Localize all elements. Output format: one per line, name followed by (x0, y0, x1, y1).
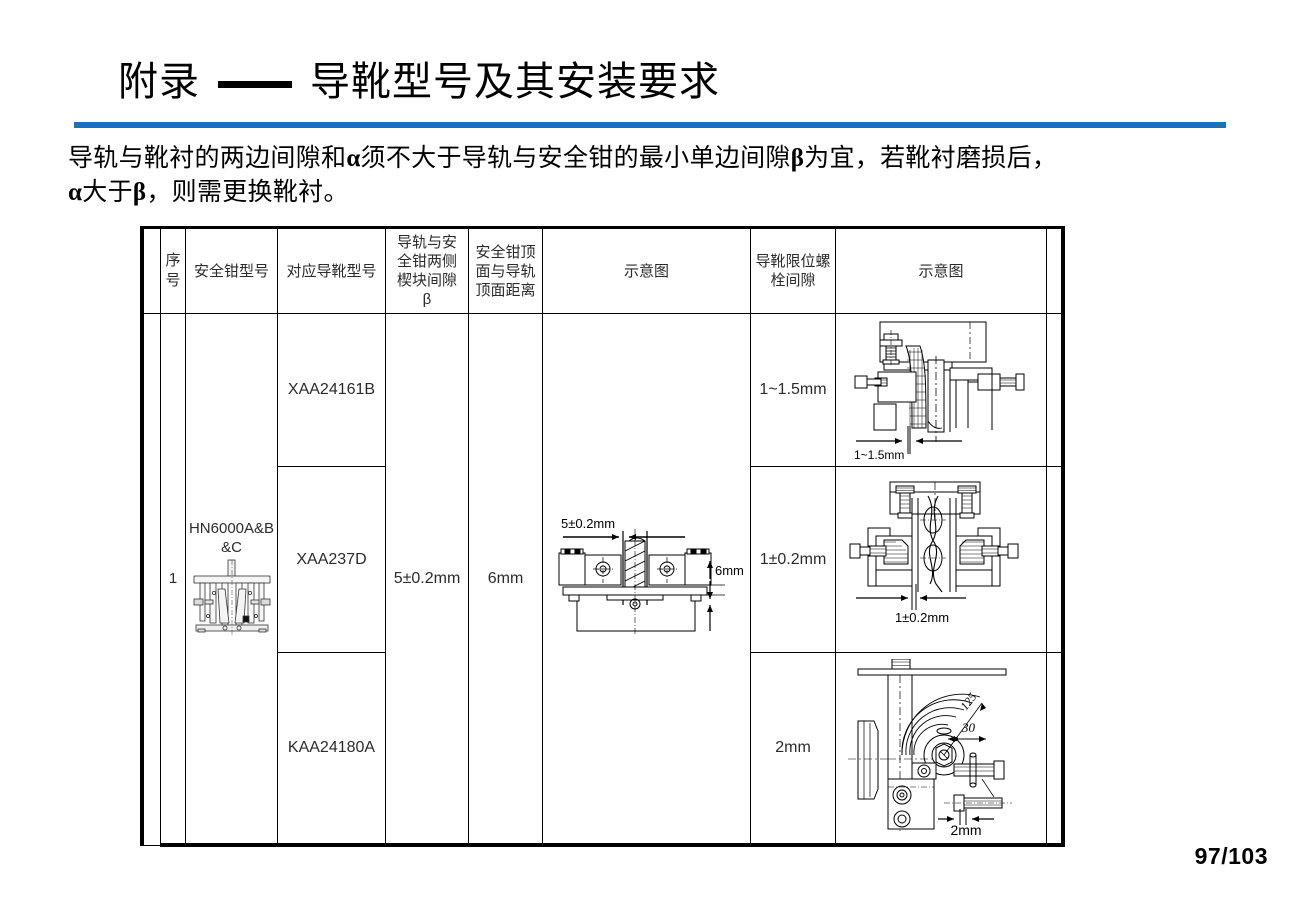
safety-gear-model-label: HN6000A&B &C (188, 519, 275, 556)
body-right-gutter-2 (1046, 466, 1065, 653)
cell-safety-gear-model: HN6000A&B &C (185, 313, 278, 847)
svg-text:30: 30 (961, 720, 976, 735)
page-title-prefix: 附录 (118, 59, 200, 104)
cell-guide-shoe-model: XAA237D (277, 466, 386, 653)
cell-diagram-1: 5±0.2mm (542, 313, 751, 847)
safety-gear-assembly-drawing-icon (193, 559, 270, 637)
svg-text:1~1.5mm: 1~1.5mm (854, 448, 904, 462)
page-title-main: 导靴型号及其安装要求 (310, 59, 720, 104)
body-right-gutter-1 (1046, 313, 1065, 467)
spec-table: 序 号 安全钳型号 对应导靴型号 导轨与安 全钳两侧 楔块间隙 β 安全钳顶 面… (140, 226, 1065, 847)
header-index: 序 号 (160, 226, 186, 314)
cell-bolt-gap: 1~1.5mm (750, 313, 836, 467)
svg-text:2mm: 2mm (950, 822, 981, 837)
intro-text-2: 须不大于导轨与安全钳的最小单边间隙 (360, 145, 791, 172)
intro-paragraph: 导轨与靴衬的两边间隙和α须不大于导轨与安全钳的最小单边间隙β为宜，若靴衬磨损后，… (68, 142, 1248, 210)
table-header-row: 序 号 安全钳型号 对应导靴型号 导轨与安 全钳两侧 楔块间隙 β 安全钳顶 面… (140, 226, 1065, 314)
table-row: 1 HN6000A&B &C (140, 313, 1065, 847)
header-top-distance: 安全钳顶 面与导轨 顶面距离 (468, 226, 543, 314)
page-title: 附录 导靴型号及其安装要求 (118, 62, 720, 102)
header-safety-gear-model: 安全钳型号 (185, 226, 278, 314)
svg-text:5±0.2mm: 5±0.2mm (561, 516, 615, 531)
header-guide-shoe-model: 对应导靴型号 (277, 226, 386, 314)
header-bolt-gap: 导靴限位螺 栓间隙 (750, 226, 836, 314)
cell-index: 1 (160, 313, 186, 847)
header-right-gutter (1046, 226, 1065, 314)
intro-beta-symbol-2: β (132, 179, 147, 206)
header-diagram-2: 示意图 (835, 226, 1047, 314)
cell-wedge-gap: 5±0.2mm (385, 313, 469, 847)
cell-guide-shoe-model: KAA24180A (277, 652, 386, 847)
svg-text:1±0.2mm: 1±0.2mm (895, 610, 949, 625)
intro-beta-symbol: β (790, 145, 805, 172)
title-underline-rule (74, 122, 1226, 128)
body-left-gutter (140, 313, 161, 846)
cell-diagram-2: 1±0.2mm (835, 466, 1047, 653)
title-dash-icon (218, 80, 292, 88)
body-right-gutter-3 (1046, 652, 1065, 847)
cell-diagram-2: 1~1.5mm (835, 313, 1047, 467)
safety-gear-cross-section-drawing-icon: 5±0.2mm (558, 516, 744, 635)
header-diagram-1: 示意图 (542, 226, 751, 314)
header-left-gutter (140, 226, 161, 314)
guide-shoe-bolt-gap-drawing-1-icon: 1~1.5mm (854, 321, 1025, 462)
cell-bolt-gap: 2mm (750, 652, 836, 847)
spec-table-container: 序 号 安全钳型号 对应导靴型号 导轨与安 全钳两侧 楔块间隙 β 安全钳顶 面… (140, 226, 1065, 847)
guide-shoe-bolt-gap-drawing-2-icon: 1±0.2mm (849, 481, 1019, 625)
header-wedge-gap: 导轨与安 全钳两侧 楔块间隙 β (385, 226, 469, 314)
cell-diagram-2: 30 125 (835, 652, 1047, 847)
intro-text-5: ，则需更换靴衬。 (146, 179, 349, 206)
svg-text:6mm: 6mm (715, 563, 744, 578)
intro-alpha-symbol: α (346, 145, 361, 172)
cell-bolt-gap: 1±0.2mm (750, 466, 836, 653)
cell-top-distance: 6mm (468, 313, 543, 847)
cell-guide-shoe-model: XAA24161B (277, 313, 386, 467)
intro-text-1: 导轨与靴衬的两边间隙和 (68, 145, 347, 172)
intro-text-3: 为宜，若靴衬磨损后， (804, 145, 1058, 172)
intro-alpha-symbol-2: α (68, 179, 83, 206)
table-row: XAA237D 1±0.2mm (142, 466, 1065, 653)
intro-text-4: 大于 (82, 179, 133, 206)
table-row: KAA24180A 2mm (142, 652, 1065, 847)
page-number: 97/103 (1194, 843, 1268, 869)
guide-shoe-roller-drawing-3-icon: 30 125 (847, 659, 1012, 837)
